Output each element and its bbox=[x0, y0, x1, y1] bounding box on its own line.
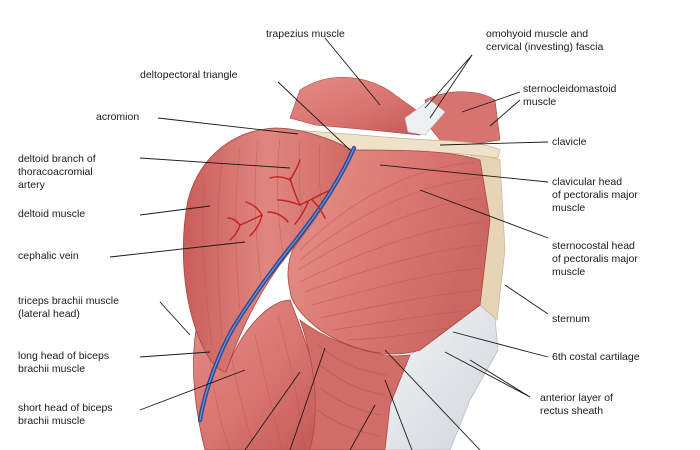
leader-bottom-2 bbox=[289, 347, 326, 450]
label-costal-cartilage: 6th costal cartilage bbox=[552, 351, 640, 363]
label-clavicular-head-line3: muscle bbox=[552, 202, 586, 214]
leader-acromion bbox=[157, 117, 299, 135]
leader-lines bbox=[109, 37, 549, 450]
label-triceps: triceps brachii muscle (lateral head) bbox=[18, 295, 119, 321]
label-clavicular-head: clavicular head of pectoralis major musc… bbox=[552, 176, 638, 215]
label-deltoid-branch: deltoid branch of thoracoacromial artery bbox=[18, 153, 96, 192]
label-sternocleidomastoid: sternocleidomastoid muscle bbox=[523, 83, 616, 109]
label-short-head-line1: short head of biceps bbox=[18, 402, 113, 414]
label-short-head: short head of biceps brachii muscle bbox=[18, 402, 113, 428]
label-trapezius: trapezius muscle bbox=[266, 28, 345, 40]
label-deltoid-branch-line3: artery bbox=[18, 179, 45, 191]
leader-deltoid-branch bbox=[139, 157, 291, 169]
label-cephalic-vein: cephalic vein bbox=[18, 250, 79, 262]
leader-bottom-3 bbox=[349, 404, 376, 450]
cephalic-vein-highlight bbox=[199, 147, 355, 421]
label-sternocleidomastoid-line2: muscle bbox=[523, 96, 557, 108]
label-deltoid-muscle: deltoid muscle bbox=[18, 208, 86, 220]
label-deltoid-branch-line2: thoracoacromial bbox=[18, 166, 93, 178]
leader-clavicular-head bbox=[379, 164, 549, 183]
trapezius-shape bbox=[289, 76, 431, 136]
label-omohyoid-line1: omohyoid muscle and bbox=[486, 28, 589, 40]
label-long-head: long head of biceps brachii muscle bbox=[18, 350, 109, 376]
leader-trapezius bbox=[324, 37, 381, 106]
leader-bottom-4 bbox=[384, 379, 413, 450]
label-anterior-layer-line2: rectus sheath bbox=[540, 405, 604, 417]
label-clavicular-head-line2: of pectoralis major bbox=[552, 189, 638, 201]
label-long-head-line2: brachii muscle bbox=[18, 363, 86, 375]
label-deltopectoral: deltopectoral triangle bbox=[140, 69, 238, 81]
leader-deltoid-muscle bbox=[139, 205, 211, 216]
label-sternum: sternum bbox=[552, 313, 590, 325]
leader-costal-cartilage bbox=[452, 331, 549, 358]
label-acromion: acromion bbox=[96, 111, 140, 123]
label-sternocostal-head-line3: muscle bbox=[552, 266, 586, 278]
leader-anterior-b bbox=[444, 351, 531, 398]
label-short-head-line2: brachii muscle bbox=[18, 415, 86, 427]
leader-clavicle bbox=[439, 141, 549, 146]
thoracoacromial-artery-branches bbox=[227, 159, 331, 241]
leader-cephalic-vein bbox=[109, 241, 246, 258]
label-long-head-line1: long head of biceps bbox=[18, 350, 110, 362]
label-clavicular-head-line1: clavicular head bbox=[552, 176, 623, 188]
pectoral-fibers bbox=[297, 161, 485, 341]
leader-short-head bbox=[139, 369, 246, 411]
label-anterior-layer: anterior layer of rectus sheath bbox=[540, 392, 613, 418]
label-anterior-layer-line1: anterior layer of bbox=[540, 392, 613, 404]
label-omohyoid-line2: cervical (investing) fascia bbox=[486, 41, 604, 53]
biceps-shape bbox=[193, 299, 331, 450]
leader-bottom-1 bbox=[244, 371, 301, 450]
label-triceps-line1: triceps brachii muscle bbox=[18, 295, 119, 307]
leader-scm-a bbox=[461, 91, 521, 113]
label-omohyoid: omohyoid muscle and cervical (investing)… bbox=[486, 28, 603, 54]
label-triceps-line2: (lateral head) bbox=[18, 308, 80, 320]
leader-deltopectoral bbox=[277, 81, 351, 151]
omohyoid-fascia-shape bbox=[404, 99, 446, 136]
leader-scm-b bbox=[489, 99, 521, 127]
label-deltoid-branch-line1: deltoid branch of bbox=[18, 153, 96, 165]
label-sternocostal-head: sternocostal head of pectoralis major mu… bbox=[552, 240, 638, 279]
leader-omohyoid-b bbox=[429, 54, 473, 119]
label-sternocostal-head-line1: sternocostal head bbox=[552, 240, 635, 252]
label-sternocleidomastoid-line1: sternocleidomastoid bbox=[523, 83, 617, 95]
leader-long-head bbox=[139, 351, 211, 358]
serratus-fibers bbox=[317, 344, 389, 437]
leader-omohyoid-a bbox=[424, 54, 473, 109]
label-sternocostal-head-line2: of pectoralis major bbox=[552, 253, 638, 265]
leader-sternocostal-head bbox=[419, 189, 549, 239]
leader-anterior-a bbox=[469, 359, 531, 398]
leader-triceps bbox=[159, 301, 191, 336]
label-clavicle: clavicle bbox=[552, 136, 587, 148]
leader-sternum bbox=[504, 284, 549, 315]
leader-bottom-5 bbox=[384, 349, 481, 450]
